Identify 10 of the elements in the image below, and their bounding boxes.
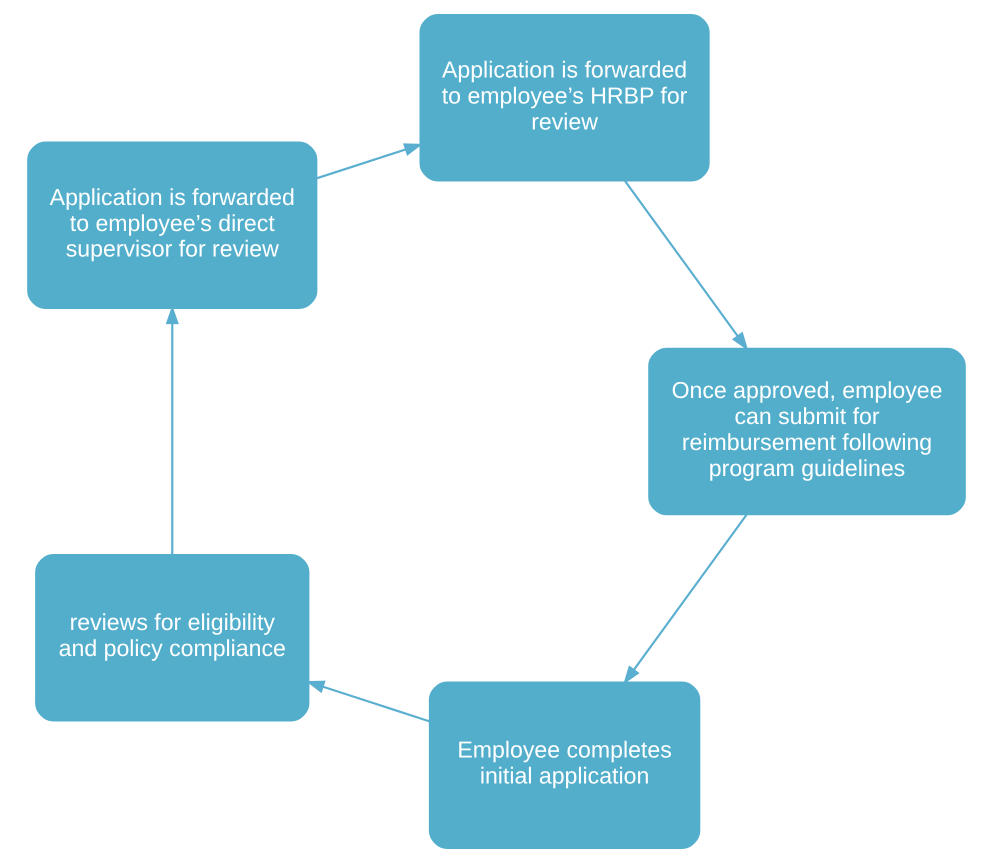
node-box: Application is forwarded to employee’s direct supervisor for review [26,141,317,308]
node-box: reviews for eligibility and policy compliance [34,554,309,721]
arrow [624,180,748,350]
node-box: Application is forwarded to employee’s HRBP for review [418,14,710,182]
node-box: Once approved, employee can submit for reimbursement following program guidelines [648,347,966,515]
arrow [622,514,747,684]
node-box: Employee completes initial application [428,680,700,848]
arrow [305,680,430,722]
arrow [165,304,178,554]
arrow [316,142,422,179]
